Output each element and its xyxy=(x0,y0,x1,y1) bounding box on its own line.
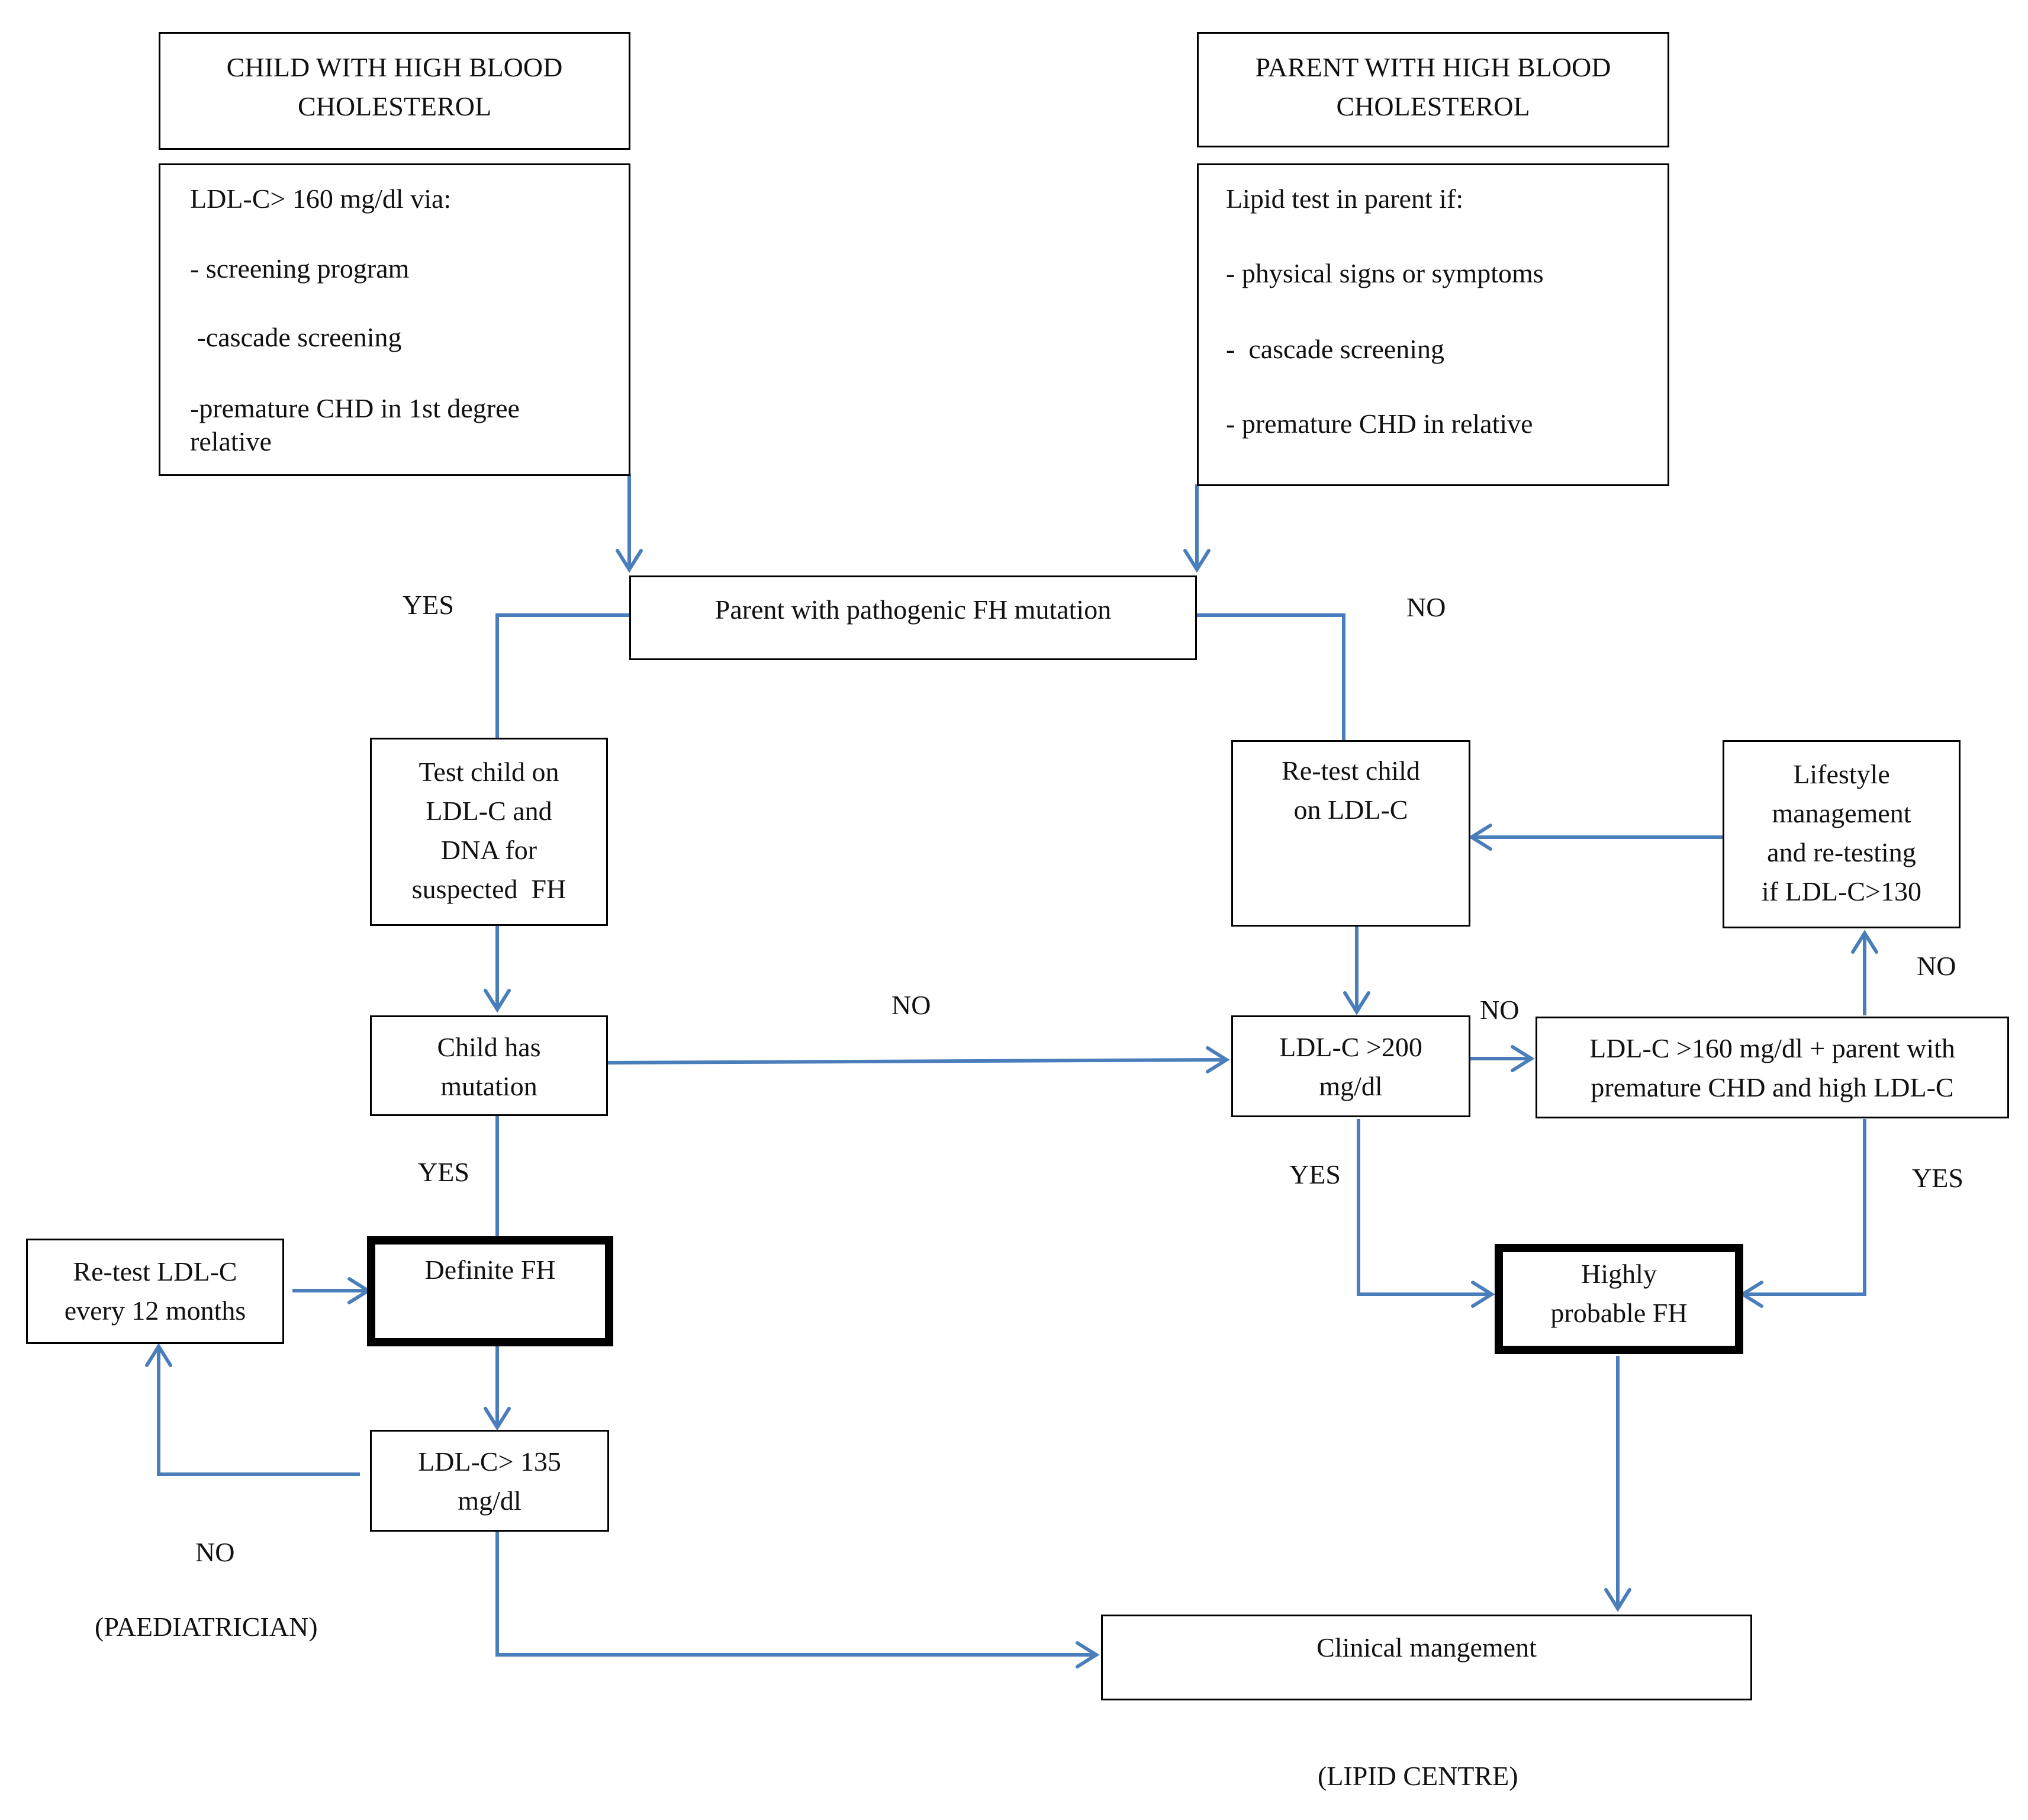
yes-label-parent-mutation: YES xyxy=(403,590,454,620)
child-criteria-line: relative xyxy=(190,426,272,456)
highly-probable-fh-box: Highly probable FH xyxy=(1495,1244,1743,1354)
parent-mutation-box: Parent with pathogenic FH mutation xyxy=(629,575,1197,660)
retest-12-line: every 12 months xyxy=(64,1295,246,1326)
parent-criteria-line: - physical signs or symptoms xyxy=(1226,258,1544,288)
child-header-box: CHILD WITH HIGH BLOOD CHOLESTEROL xyxy=(159,32,630,150)
test-child-line: LDL-C and xyxy=(426,796,552,826)
child-criteria-box: LDL-C> 160 mg/dl via: - screening progra… xyxy=(159,163,630,476)
retest-12-line: Re-test LDL-C xyxy=(73,1256,237,1287)
definite-fh-line: Definite FH xyxy=(424,1255,556,1285)
arrowhead-clinical-from-top xyxy=(1604,1588,1631,1612)
paediatrician-label: (PAEDIATRICIAN) xyxy=(95,1612,318,1642)
definite-fh-box: Definite FH xyxy=(367,1236,613,1346)
arrow-ldl-135-to-retest-12 xyxy=(157,1348,360,1476)
child-criteria-line: LDL-C> 160 mg/dl via: xyxy=(190,184,452,214)
child-criteria-line: - screening program xyxy=(190,253,410,284)
retest-child-line: Re-test child xyxy=(1282,755,1420,786)
no-label-ldl-200: NO xyxy=(1480,995,1520,1025)
ldl-160-parent-line: LDL-C >160 mg/dl + parent with xyxy=(1589,1033,1955,1063)
parent-header-line: CHOLESTEROL xyxy=(1336,91,1530,121)
ldl-135-line: LDL-C> 135 xyxy=(418,1446,561,1477)
highly-probable-fh-line: Highly xyxy=(1581,1259,1657,1289)
lifestyle-box: Lifestyle management and re-testing if L… xyxy=(1723,740,1961,928)
no-label-parent-mutation: NO xyxy=(1406,592,1446,622)
ldl-200-line: LDL-C >200 xyxy=(1279,1032,1422,1062)
lifestyle-line: and re-testing xyxy=(1767,837,1916,867)
parent-mutation-line: Parent with pathogenic FH mutation xyxy=(714,594,1112,625)
parent-criteria-line: - cascade screening xyxy=(1226,334,1445,364)
lifestyle-line: Lifestyle xyxy=(1793,759,1890,789)
parent-header-box: PARENT WITH HIGH BLOOD CHOLESTEROL xyxy=(1197,32,1669,147)
arrow-child-mutation-to-ldl-200 xyxy=(606,1058,1226,1065)
arrowhead-test-child xyxy=(484,989,511,1013)
arrow-ldl-160-yes-to-highly-probable xyxy=(1744,1119,1866,1296)
parent-criteria-line: Lipid test in parent if: xyxy=(1226,184,1464,214)
ldl-200-line: mg/dl xyxy=(1319,1071,1383,1101)
arrowhead-ldl-200-from-top xyxy=(1343,991,1370,1015)
retest-child-line: on LDL-C xyxy=(1293,795,1408,825)
ldl-200-box: LDL-C >200 mg/dl xyxy=(1231,1015,1470,1117)
lifestyle-line: management xyxy=(1772,798,1911,828)
child-mutation-line: Child has xyxy=(437,1032,541,1062)
parent-header-line: PARENT WITH HIGH BLOOD xyxy=(1255,52,1611,82)
yes-label-ldl-160: YES xyxy=(1912,1163,1963,1193)
no-label-child-mutation: NO xyxy=(891,990,931,1020)
ldl-135-box: LDL-C> 135 mg/dl xyxy=(370,1430,609,1532)
parent-criteria-line: - premature CHD in relative xyxy=(1226,409,1533,439)
clinical-management-line: Clinical mangement xyxy=(1316,1632,1537,1663)
no-label-ldl-135: NO xyxy=(195,1537,235,1567)
test-child-line: Test child on xyxy=(419,757,559,787)
ldl-160-parent-box: LDL-C >160 mg/dl + parent with premature… xyxy=(1536,1017,2009,1118)
test-child-line: DNA for xyxy=(440,835,537,865)
no-label-lifestyle: NO xyxy=(1917,951,1956,981)
arrow-ldl-200-yes-to-highly-probable xyxy=(1357,1119,1491,1296)
child-mutation-box: Child has mutation xyxy=(370,1015,608,1116)
arrowhead-parent-criteria xyxy=(1183,549,1211,573)
lipid-centre-label: (LIPID CENTRE) xyxy=(1318,1761,1518,1791)
retest-child-box: Re-test child on LDL-C xyxy=(1231,740,1470,927)
ldl-160-parent-line: premature CHD and high LDL-C xyxy=(1591,1072,1954,1102)
arrowhead-ldl-135 xyxy=(484,1407,511,1431)
arrowhead-clinical-from-left xyxy=(1076,1641,1100,1668)
arrow-ldl-135-to-clinical xyxy=(495,1529,1095,1657)
highly-probable-fh-line: probable FH xyxy=(1550,1298,1688,1328)
child-header-line: CHILD WITH HIGH BLOOD xyxy=(226,52,563,82)
child-mutation-line: mutation xyxy=(440,1071,537,1101)
ldl-135-line: mg/dl xyxy=(458,1485,522,1516)
lifestyle-line: if LDL-C>130 xyxy=(1762,876,1921,906)
clinical-management-box: Clinical mangement xyxy=(1101,1615,1752,1700)
line-yes-to-test-child xyxy=(495,613,629,738)
arrowhead-highly-probable-left xyxy=(1471,1281,1495,1308)
child-header-line: CHOLESTEROL xyxy=(297,91,492,121)
yes-label-ldl-200: YES xyxy=(1289,1159,1341,1189)
child-criteria-line: -cascade screening xyxy=(190,322,402,352)
line-no-to-retest-child xyxy=(1196,613,1345,740)
arrowhead-ldl-200-from-left xyxy=(1206,1046,1230,1073)
arrowhead-child-criteria xyxy=(616,549,643,573)
test-child-box: Test child on LDL-C and DNA for suspecte… xyxy=(370,738,608,926)
arrowhead-retest-child xyxy=(1468,824,1492,851)
parent-criteria-box: Lipid test in parent if: - physical sign… xyxy=(1197,163,1669,486)
retest-12-months-box: Re-test LDL-C every 12 months xyxy=(26,1239,284,1344)
arrowhead-retest-12 xyxy=(145,1343,172,1367)
child-criteria-line: -premature CHD in 1st degree xyxy=(190,393,520,423)
arrowhead-ldl-160 xyxy=(1511,1045,1535,1072)
arrowhead-lifestyle xyxy=(1851,930,1878,954)
test-child-line: suspected FH xyxy=(411,874,566,904)
yes-label-child-mutation: YES xyxy=(418,1157,469,1187)
